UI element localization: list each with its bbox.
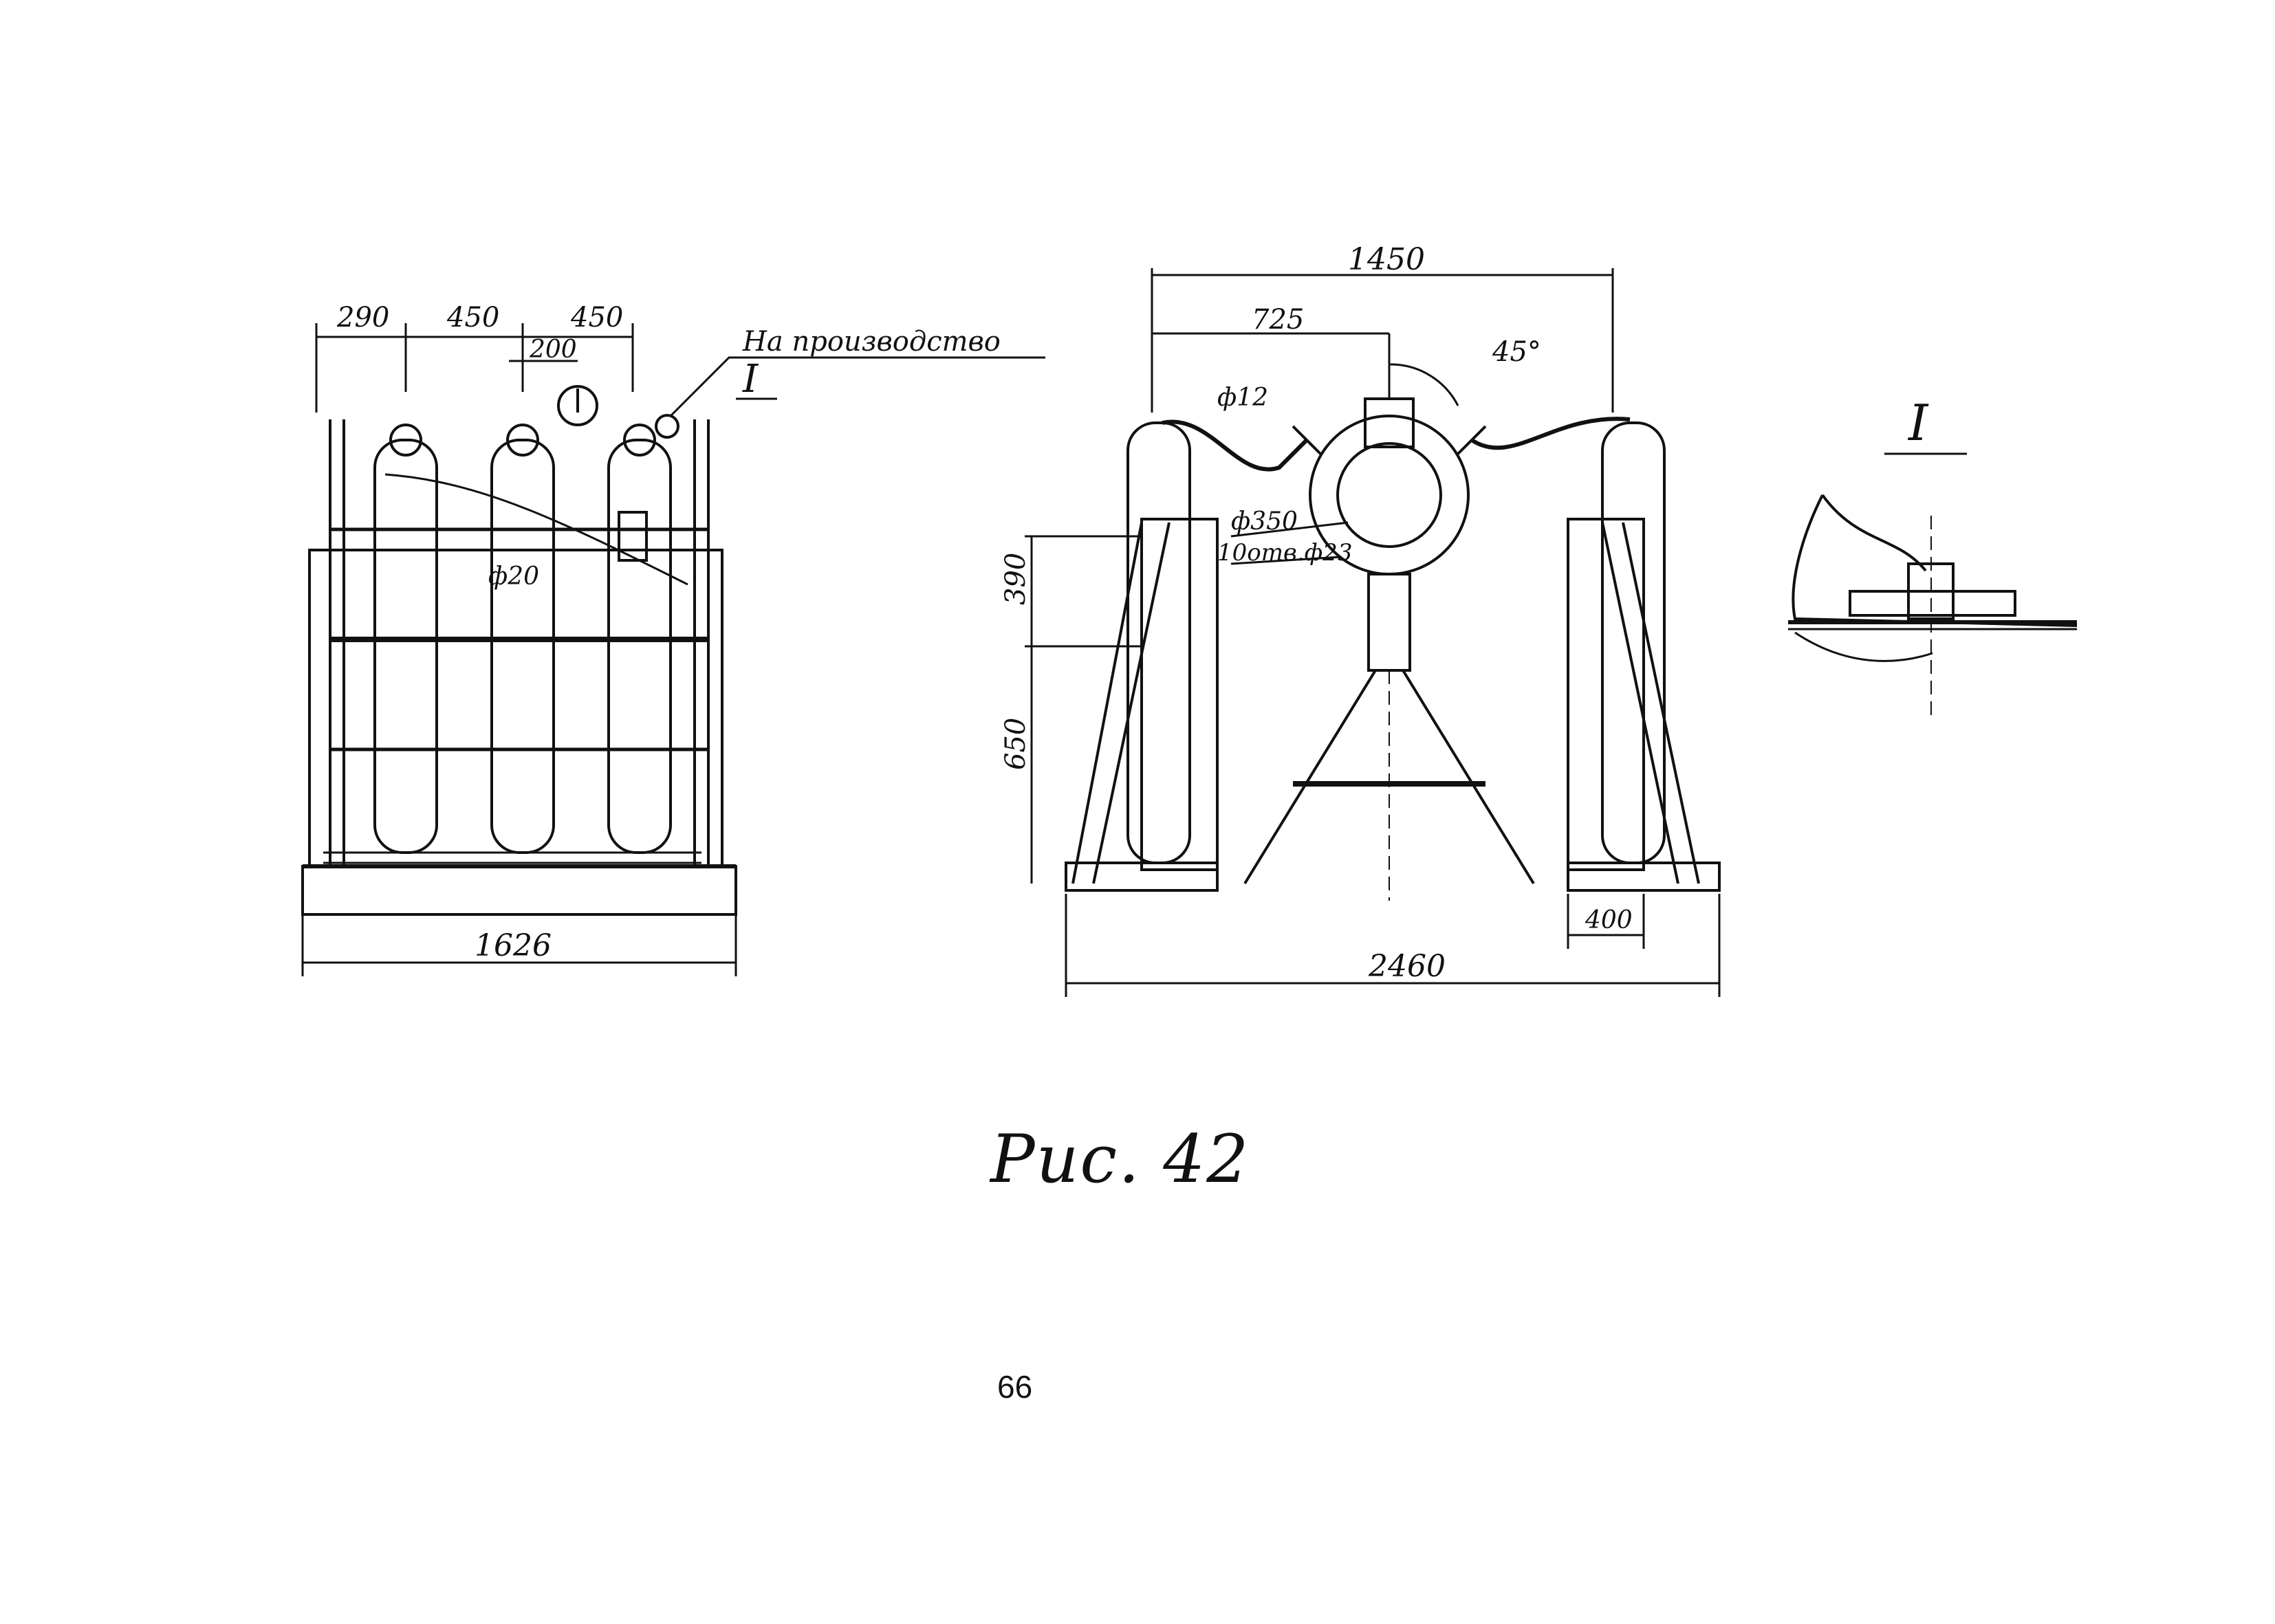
- detail-view: [1788, 452, 2078, 715]
- dim-390: 390: [1000, 553, 1032, 605]
- dim-650: 650: [1000, 718, 1032, 770]
- dim-45deg: 45°: [1492, 336, 1541, 368]
- dim-450-right: 450: [570, 302, 623, 333]
- detail-label: I: [1907, 394, 1929, 452]
- dim-d12: ф12: [1217, 384, 1268, 412]
- page-number: 66: [997, 1369, 1033, 1405]
- front-view: [301, 323, 1045, 976]
- figure-caption: Рис. 42: [990, 1121, 1250, 1198]
- leader-label: На производство: [742, 326, 1001, 358]
- dim-400: 400: [1585, 906, 1633, 934]
- dim-725: 725: [1252, 304, 1304, 336]
- dim-1450: 1450: [1348, 242, 1425, 277]
- dim-1626: 1626: [475, 928, 552, 963]
- section-mark: I: [742, 357, 759, 402]
- dim-holes: 10отв.ф23: [1217, 539, 1352, 567]
- dim-d350: ф350: [1231, 507, 1298, 536]
- dim-450-left: 450: [446, 302, 499, 333]
- dim-290: 290: [336, 302, 389, 333]
- dim-200: 200: [529, 336, 577, 364]
- dim-2460: 2460: [1368, 949, 1446, 984]
- dim-d20: ф20: [488, 562, 539, 591]
- side-view: [1025, 268, 1721, 997]
